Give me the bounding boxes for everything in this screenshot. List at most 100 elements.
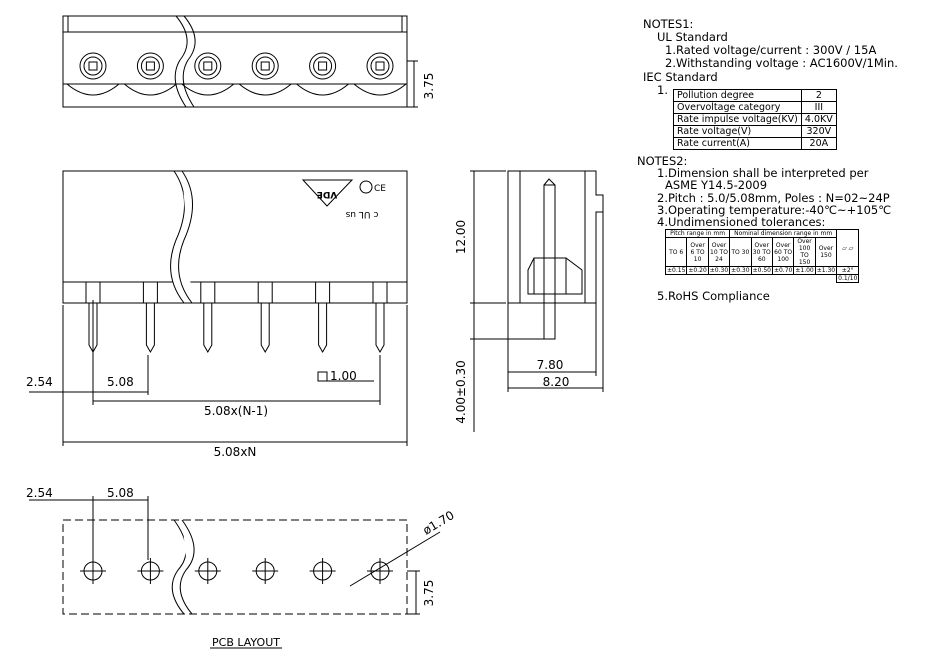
front-view (29, 170, 408, 446)
dim-side-pin: 4.00±0.30 (454, 360, 468, 424)
tol-value: ±0.30 (729, 266, 752, 275)
front-pin (145, 303, 155, 354)
iec-heading: IEC Standard (643, 70, 718, 84)
spec-value: 2 (800, 89, 837, 102)
pcb-layout-view (29, 496, 441, 615)
top-screw-circle (194, 52, 222, 80)
iec-index: 1. (657, 83, 668, 97)
spec-value: 20A (800, 137, 837, 150)
top-pin-square (203, 61, 213, 71)
spec-label: Rate voltage(V) (673, 125, 802, 138)
flatness-symbol: ⏥ ▱ (836, 229, 860, 267)
dim-side-height: 12.00 (454, 220, 468, 254)
tol-value: ±0.20 (686, 266, 709, 275)
front-tooth (372, 281, 388, 304)
dim-pcb-pitch: 5.08 (107, 486, 134, 500)
tol-col: Over 6 TO 10 (686, 237, 709, 267)
dim-side-w2: 8.20 (543, 375, 570, 389)
front-pin (375, 303, 385, 354)
dim-pitch: 5.08 (107, 375, 134, 389)
front-pin (203, 303, 213, 354)
top-screw-circle (79, 52, 107, 80)
front-tooth (200, 281, 216, 304)
notes2-item-5: 5.RoHS Compliance (657, 289, 770, 303)
side-view (470, 170, 604, 432)
top-arc (238, 83, 292, 96)
notes2-item-4: 4.Undimensioned tolerances: (657, 215, 826, 229)
dimension-labels: 3.75 12.00 4.00±0.30 7.80 8.20 2.54 5.08… (26, 73, 569, 649)
pcb-caption: PCB LAYOUT (212, 636, 280, 649)
spec-label: Rate current(A) (673, 137, 802, 150)
notes1-title: NOTES1: (643, 17, 694, 31)
notes2-title: NOTES2: (637, 154, 688, 168)
tol-header-pitch: Pitch range in mm (664, 229, 731, 238)
ul-item-1: 1.Rated voltage/current : 300V / 15A (665, 43, 877, 57)
notes2-item-1: 1.Dimension shall be interpreted per (657, 166, 869, 180)
top-screw-circle (309, 52, 337, 80)
top-pin-square (260, 61, 270, 71)
tol-value: ±0.50 (750, 266, 773, 275)
spec-label: Pollution degree (673, 89, 802, 102)
top-pin-square (88, 61, 98, 71)
top-arc (66, 83, 120, 96)
ce-mark: CE (374, 184, 386, 194)
tol-flat-par: 0.1/10 (836, 274, 860, 283)
top-screw-inner (140, 56, 160, 76)
top-screw-inner (255, 56, 275, 76)
top-screw-inner (83, 56, 103, 76)
spec-value: 4.0KV (800, 113, 837, 126)
vde-mark: VDE (317, 189, 338, 199)
tol-value: ±0.15 (664, 266, 688, 275)
tol-col: Over 100 TO 150 (793, 237, 816, 267)
dim-pcb-height: 3.75 (422, 580, 436, 607)
top-screw-inner (198, 56, 218, 76)
dim-total: 5.08xN (214, 445, 257, 459)
front-pin (260, 303, 270, 354)
top-view (62, 15, 418, 108)
top-arc (181, 83, 235, 96)
spec-value: 320V (800, 125, 837, 138)
table-row: 0.1/10 (666, 274, 860, 283)
tol-value: ±1.00 (793, 266, 816, 275)
table-row: Rate current(A)20A (673, 137, 837, 150)
front-tooth (257, 281, 273, 304)
ul-item-2: 2.Withstanding voltage : AC1600V/1Min. (665, 56, 898, 70)
tol-col: Over 150 (814, 237, 838, 267)
front-tooth (85, 281, 101, 304)
dim-side-w1: 7.80 (537, 358, 564, 372)
ul-mark: c UL us (345, 209, 378, 219)
front-pin (318, 303, 328, 354)
dim-pcb-first: 2.54 (26, 486, 53, 500)
front-tooth (315, 281, 331, 304)
spec-label: Overvoltage category (673, 101, 802, 114)
top-arc (124, 83, 177, 96)
tol-col: TO 6 (664, 237, 688, 267)
top-screw-inner (370, 56, 390, 76)
tol-col: Over 10 TO 24 (707, 237, 731, 267)
top-screw-inner (313, 56, 333, 76)
top-screw-circle (366, 52, 394, 80)
notes2-item-2: 2.Pitch : 5.0/5.08mm, Poles : N=02~24P (657, 191, 890, 205)
front-tooth (142, 281, 158, 304)
top-screw-circle (136, 52, 164, 80)
tol-header-nominal: Nominal dimension range in mm (729, 229, 838, 238)
tol-col: TO 30 (729, 237, 752, 267)
spec-label: Rate impulse voltage(KV) (673, 113, 802, 126)
notes2-item-3: 3.Operating temperature:-40℃~+105℃ (657, 203, 892, 217)
table-row: TO 6 Over 6 TO 10 Over 10 TO 24 TO 30 Ov… (664, 237, 859, 267)
table-row: Rate voltage(V)320V (673, 125, 837, 138)
table-row: ±0.15 ±0.20 ±0.30 ±0.30 ±0.50 ±0.70 ±1.0… (664, 266, 860, 275)
tol-col: Over 60 TO 100 (771, 237, 795, 267)
tol-value: ±1.30 (814, 266, 838, 275)
top-arc (353, 83, 407, 96)
tolerance-table: Pitch range in mm Nominal dimension rang… (664, 229, 860, 283)
top-pin-square (145, 61, 155, 71)
top-screw-circle (251, 52, 279, 80)
top-pin-square (318, 61, 328, 71)
dim-pin-square: 1.00 (330, 369, 357, 383)
dim-top-height: 3.75 (422, 73, 436, 100)
dim-first-pin: 2.54 (26, 375, 53, 389)
